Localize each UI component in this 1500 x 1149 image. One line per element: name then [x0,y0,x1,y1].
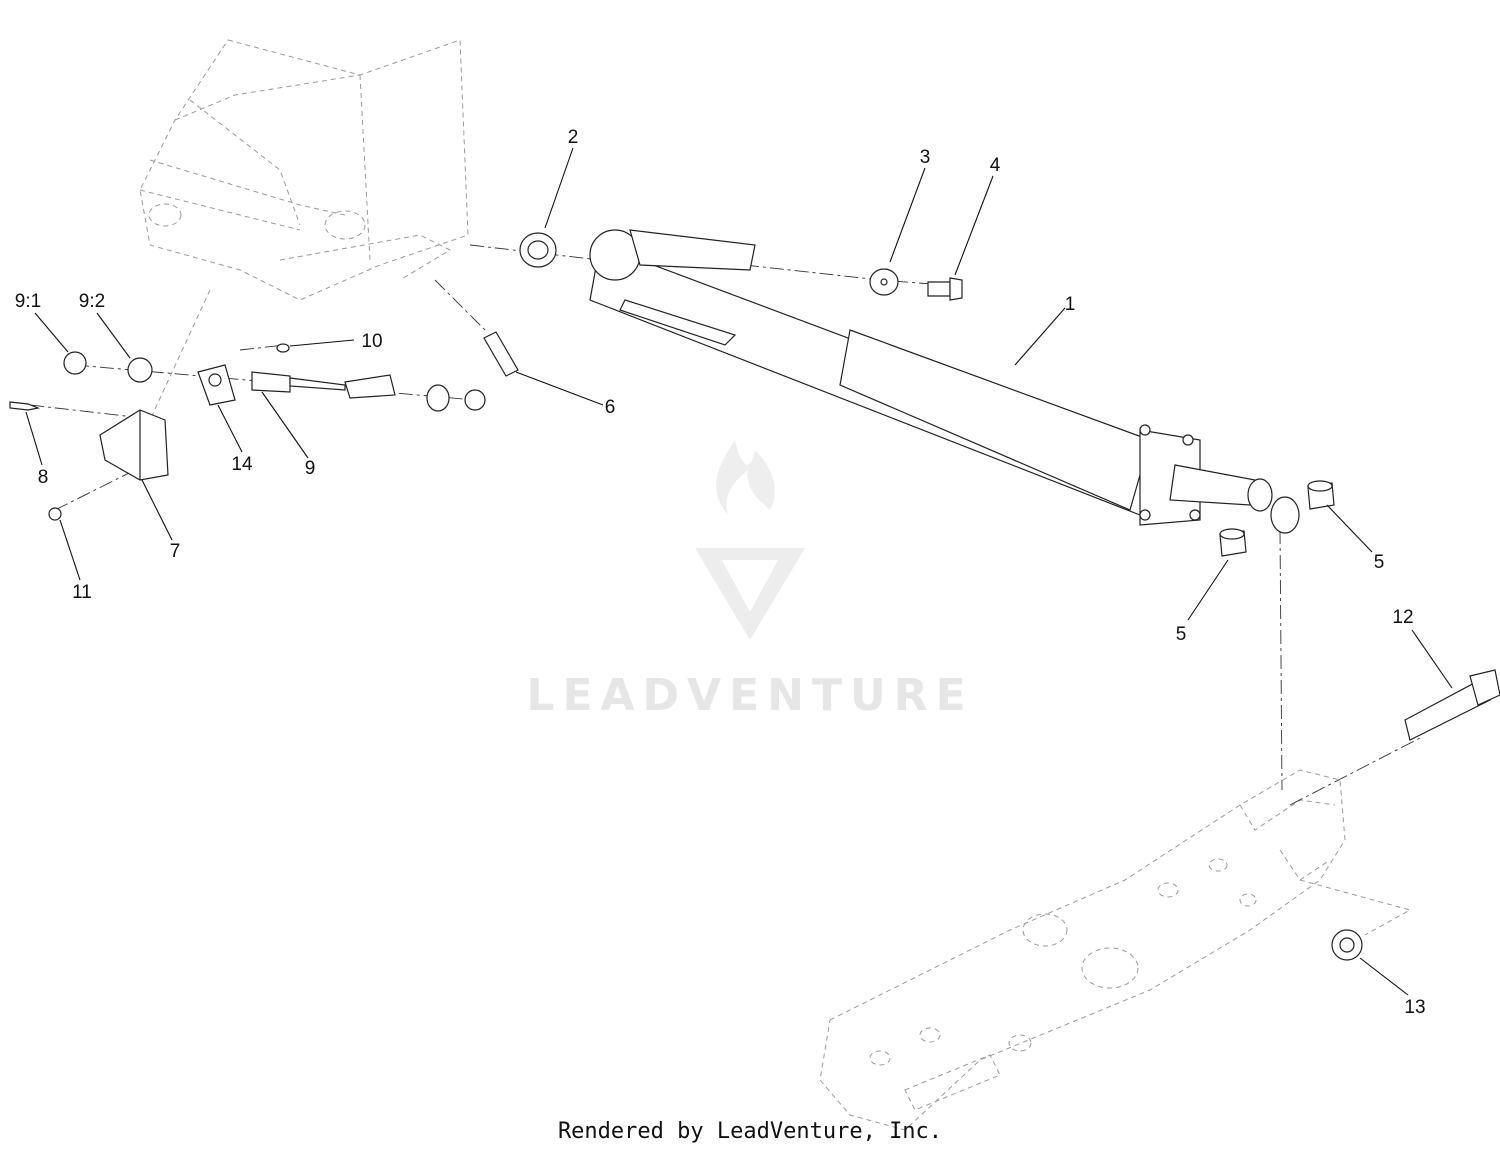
nut-part-13[interactable] [1331,929,1363,961]
callout-7[interactable]: 7 [170,541,181,562]
callout-14[interactable]: 14 [231,454,253,475]
callout-5-left[interactable]: 5 [1176,624,1187,645]
callout-13[interactable]: 13 [1404,997,1425,1018]
screw-part-8[interactable] [9,401,41,411]
leadventure-watermark: LEADVENTURE [526,440,973,721]
callout-6[interactable]: 6 [605,397,616,418]
callout-9-1[interactable]: 9:1 [15,291,41,312]
callout-8[interactable]: 8 [38,467,49,488]
bushing-part-5-right[interactable] [1307,480,1335,510]
bolt-part-12[interactable] [1404,669,1500,741]
washer-part-3[interactable] [869,268,899,296]
bushing-part-5-left[interactable] [1219,528,1247,557]
callout-9[interactable]: 9 [305,458,316,479]
nut-part-9-1[interactable] [63,351,87,375]
washer-part-2[interactable] [519,232,557,268]
bracket-part-14[interactable] [197,364,236,406]
nut-part-11[interactable] [48,507,62,521]
washer-part-9-2[interactable] [127,357,153,383]
frame-ghost [139,39,469,421]
callout-10[interactable]: 10 [361,331,382,352]
watermark-text: LEADVENTURE [526,670,973,721]
sensor-part-9[interactable] [251,371,486,412]
callout-4[interactable]: 4 [990,155,1001,176]
callout-9-2[interactable]: 9:2 [79,291,105,312]
callout-12[interactable]: 12 [1392,607,1413,628]
hydraulic-cylinder[interactable] [589,229,1300,534]
callout-2[interactable]: 2 [568,127,579,148]
callout-3[interactable]: 3 [920,147,931,168]
leader-lines [25,147,1453,996]
arm-ghost [819,769,1412,1131]
pin-part-6[interactable] [483,331,519,377]
callout-1[interactable]: 1 [1065,294,1076,315]
bracket-part-7[interactable] [99,409,169,481]
callout-5-right[interactable]: 5 [1374,552,1385,573]
callout-11[interactable]: 11 [72,582,92,603]
rendered-by-footer: Rendered by LeadVenture, Inc. [558,1119,942,1144]
bolt-part-4[interactable] [927,277,963,301]
screw-part-10[interactable] [276,343,290,353]
callout-labels: 1 2 3 4 5 5 6 7 8 9 9:1 9:2 10 11 12 13 … [15,127,1426,1018]
